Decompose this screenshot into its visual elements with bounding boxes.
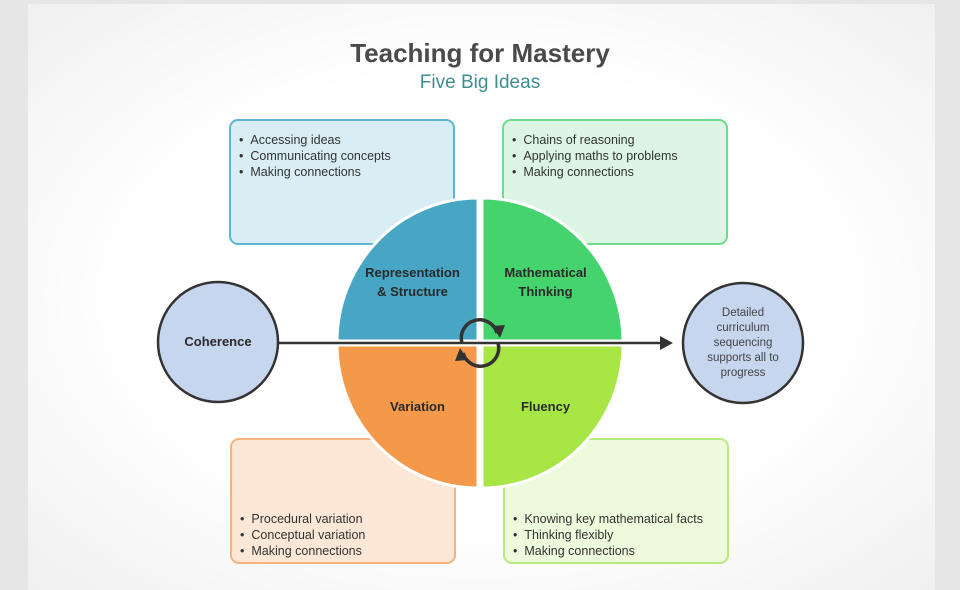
label-variation: Variation bbox=[390, 399, 445, 414]
bullet: Procedural variation bbox=[251, 511, 454, 527]
subtitle: Five Big Ideas bbox=[419, 72, 541, 93]
bullet: Communicating concepts bbox=[250, 148, 453, 164]
label-coherence: Coherence bbox=[184, 334, 252, 349]
bullet: Applying maths to problems bbox=[523, 148, 726, 164]
title: Teaching for Mastery bbox=[350, 38, 610, 68]
outcome-circle bbox=[681, 281, 805, 405]
bullet: Making connections bbox=[250, 164, 453, 180]
quadrant-mathematical-thinking bbox=[480, 196, 625, 343]
arrow-head-icon bbox=[660, 336, 673, 350]
box-representation: Accessing ideasCommunicating conceptsMak… bbox=[229, 119, 455, 245]
bullet: Chains of reasoning bbox=[523, 132, 726, 148]
bullet: Conceptual variation bbox=[251, 527, 454, 543]
bullet: Knowing key mathematical facts bbox=[524, 511, 727, 527]
quadrant-fluency bbox=[480, 343, 625, 490]
label-fluency: Fluency bbox=[520, 399, 571, 414]
bullet: Making connections bbox=[523, 164, 726, 180]
bullet: Making connections bbox=[251, 543, 454, 559]
bullet: Making connections bbox=[524, 543, 727, 559]
box-fluency: Knowing key mathematical factsThinking f… bbox=[503, 438, 729, 564]
bullet: Thinking flexibly bbox=[524, 527, 727, 543]
quadrant-variation bbox=[335, 343, 480, 490]
bullet: Accessing ideas bbox=[250, 132, 453, 148]
label-representation: Representation& Structure bbox=[365, 265, 460, 299]
quadrant-representation bbox=[335, 196, 480, 343]
